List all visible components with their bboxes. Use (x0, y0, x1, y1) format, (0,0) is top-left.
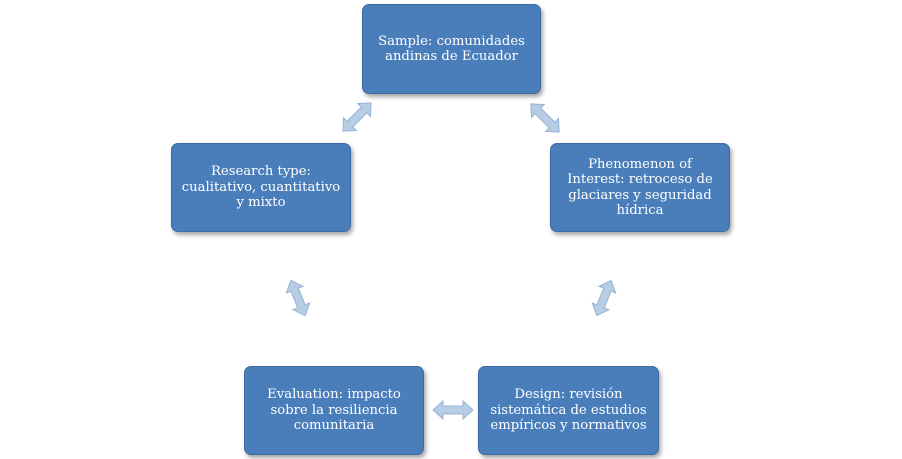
node-evaluation: Evaluation: impacto sobre la resiliencia… (244, 366, 424, 455)
arrow-sample-phenomenon (530, 103, 560, 133)
node-phenomenon-line: Interest: retroceso de (567, 172, 713, 187)
arrow-evaluation-research-type (285, 279, 311, 317)
node-evaluation-line: Evaluation: impacto (267, 387, 401, 403)
node-sample-line: andinas de Ecuador (385, 49, 518, 64)
node-design-line: empíricos y normativos (490, 418, 647, 434)
arrow-sample-research-type (342, 102, 372, 132)
node-design-line: sistemática de estudios (490, 402, 647, 418)
node-sample: Sample: comunidades andinas de Ecuador (362, 4, 541, 94)
node-phenomenon-line: hídrica (616, 203, 664, 218)
node-design: Design: revisión sistemática de estudios… (478, 366, 659, 455)
node-research-type: Research type: cualitativo, cuantitativo… (171, 143, 351, 232)
node-research-type-line: y mixto (236, 195, 286, 211)
node-phenomenon: Phenomenon of Interest: retroceso de gla… (550, 143, 730, 232)
node-evaluation-line: comunitaria (293, 418, 375, 434)
node-evaluation-line: sobre la resiliencia (270, 402, 398, 418)
node-sample-line: Sample: comunidades (378, 33, 525, 49)
node-phenomenon-line: glaciares y seguridad (568, 187, 712, 203)
node-research-type-line: cualitativo, cuantitativo (181, 179, 341, 195)
node-phenomenon-line: Phenomenon of (588, 156, 692, 172)
arrow-design-evaluation (432, 399, 474, 421)
node-research-type-line: Research type: (211, 164, 311, 180)
node-design-line: Design: revisión (514, 387, 623, 403)
arrow-phenomenon-design (591, 279, 617, 317)
